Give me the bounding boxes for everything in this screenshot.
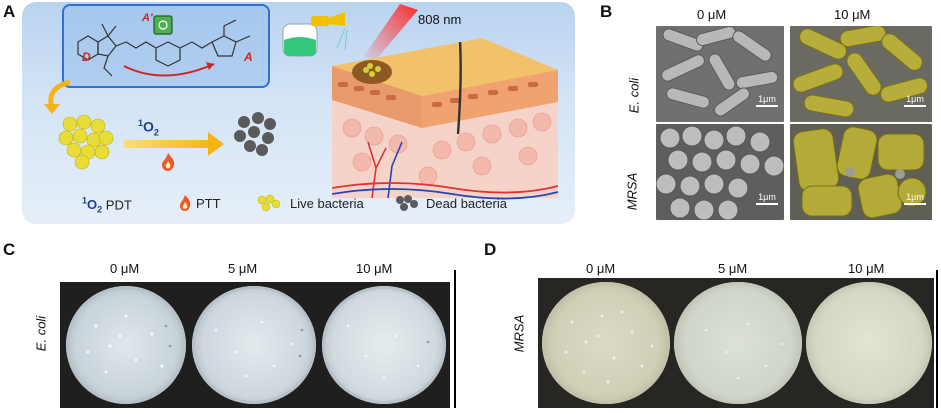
legend-pdt: 1O2 PDT bbox=[82, 196, 132, 215]
laser-beam-icon bbox=[364, 4, 418, 62]
panel-letter-d: D bbox=[484, 240, 497, 259]
reaction-arrow-head-icon bbox=[208, 132, 224, 156]
panel-letter-a: A bbox=[3, 2, 16, 21]
flame-icon bbox=[162, 153, 175, 171]
d-col-0um: 0 μM bbox=[586, 261, 616, 276]
c-col-10um: 10 μM bbox=[356, 261, 393, 276]
ecoli-colonies bbox=[86, 314, 430, 380]
curved-arrow-icon bbox=[44, 79, 71, 114]
scale-bar-mrsa-0um: 1μm bbox=[756, 192, 778, 205]
legend-live-bacteria: Live bacteria bbox=[290, 196, 364, 211]
d-col-5um: 5 μM bbox=[718, 261, 748, 276]
donor-label: D bbox=[82, 50, 91, 64]
spray-bottle-icon bbox=[282, 12, 348, 57]
cyanine-molecule-icon bbox=[77, 15, 251, 77]
dead-bacteria-cluster bbox=[234, 112, 276, 156]
legend-dead-bacteria-icon bbox=[396, 195, 418, 211]
c-organism-label: E. coli bbox=[33, 315, 49, 352]
live-bacteria-cluster bbox=[58, 114, 114, 170]
legend-flame-icon bbox=[180, 195, 191, 211]
molecule-structure-box: D A A' bbox=[62, 4, 270, 88]
b-row-mrsa: MRSA bbox=[624, 172, 640, 211]
reaction-singlet-oxygen-label: 1O2 bbox=[138, 118, 159, 138]
mrsa-dish-5um bbox=[674, 282, 802, 404]
mrsa-dish-0um bbox=[542, 282, 670, 404]
legend-ptt: PTT bbox=[196, 196, 221, 211]
d-organism-label: MRSA bbox=[511, 314, 527, 353]
b-col-0um: 0 μM bbox=[697, 7, 727, 22]
scale-bar-ecoli-10um: 1μm bbox=[904, 94, 926, 107]
ecoli-dish-0um bbox=[66, 286, 186, 404]
ecoli-dish-10um bbox=[322, 286, 446, 404]
sem-ecoli-0um: 1μm bbox=[656, 26, 784, 122]
mrsa-colonies bbox=[564, 310, 784, 384]
d-right-border bbox=[936, 270, 938, 408]
acceptor-label: A bbox=[244, 50, 253, 64]
sem-ecoli-10um: 1μm bbox=[790, 26, 932, 122]
sem-mrsa-0um: 1μm bbox=[656, 124, 784, 220]
scale-bar-mrsa-10um: 1μm bbox=[904, 192, 926, 205]
d-col-10um: 10 μM bbox=[848, 261, 885, 276]
legend-live-bacteria-icon bbox=[257, 194, 281, 212]
c-col-5um: 5 μM bbox=[228, 261, 258, 276]
panel-letter-b: B bbox=[600, 2, 613, 21]
acceptor-prime-label: A' bbox=[142, 12, 153, 24]
ecoli-dish-5um bbox=[192, 286, 316, 404]
c-col-0um: 0 μM bbox=[110, 261, 140, 276]
c-right-border bbox=[454, 270, 456, 408]
sem-mrsa-10um: 1μm bbox=[790, 124, 932, 220]
mrsa-dish-10um bbox=[806, 282, 932, 404]
b-col-10um: 10 μM bbox=[834, 7, 871, 22]
laser-wavelength-label: 808 nm bbox=[418, 12, 462, 27]
scale-bar-ecoli-0um: 1μm bbox=[756, 94, 778, 107]
panel-letter-c: C bbox=[3, 240, 16, 259]
b-row-ecoli: E. coli bbox=[626, 77, 642, 114]
reaction-arrow bbox=[124, 140, 212, 148]
skin-cross-section bbox=[332, 38, 559, 200]
legend-dead-bacteria: Dead bacteria bbox=[426, 196, 507, 211]
